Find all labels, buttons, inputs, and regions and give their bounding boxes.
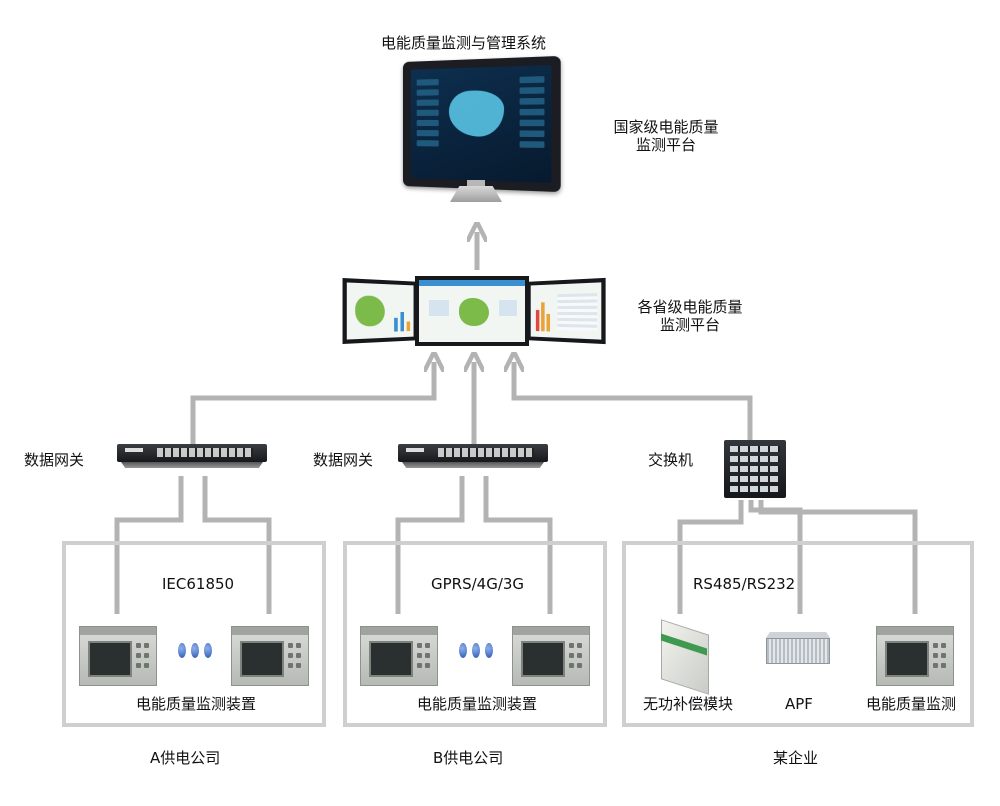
- national-platform-label: 国家级电能质量 监测平台: [604, 118, 728, 154]
- monitor-right-panel: [517, 72, 546, 177]
- equipment-label-monitor: 电能质量监测: [866, 695, 957, 713]
- group-box-b: [343, 541, 607, 727]
- gateway-b-label: 数据网关: [313, 451, 374, 469]
- gateway-a-label: 数据网关: [24, 451, 85, 469]
- monitor-neck: [467, 180, 485, 190]
- line-gateway-a-right-device: [202, 476, 272, 614]
- screen-right: [527, 277, 606, 345]
- group-name-a: A供电公司: [150, 749, 221, 767]
- monitor-frame: [403, 55, 561, 193]
- svc-module: [655, 617, 719, 695]
- national-platform-line1: 国家级电能质量: [613, 118, 719, 136]
- provincial-screens: [342, 276, 606, 346]
- monitor-stand: [450, 186, 502, 202]
- provincial-platform-line1: 各省级电能质量: [637, 298, 743, 316]
- system-title: 电能质量监测与管理系统: [381, 34, 547, 52]
- equipment-label-apf: APF: [785, 695, 813, 713]
- provincial-platform-label: 各省级电能质量 监测平台: [628, 298, 752, 334]
- group-box-a: [62, 541, 326, 727]
- gateway-a: [117, 444, 267, 468]
- monitor-screen: [410, 65, 552, 183]
- line-switch-to-monitor: [758, 500, 918, 614]
- china-map-icon: [448, 89, 505, 137]
- screen-center: [415, 276, 529, 346]
- monitoring-device: [360, 626, 438, 686]
- ellipsis-dots: [459, 643, 493, 658]
- line-switch-to-svc: [677, 500, 744, 614]
- arrow-switch-to-provincial: [514, 362, 753, 440]
- screen-left: [342, 278, 417, 344]
- monitoring-device: [876, 626, 954, 686]
- protocol-label-a: IEC61850: [162, 575, 235, 593]
- provincial-platform-line2: 监测平台: [659, 316, 720, 334]
- national-platform-line2: 监测平台: [635, 136, 696, 154]
- ellipsis-dots: [178, 643, 212, 658]
- line-gateway-b-left-device: [395, 476, 465, 614]
- monitoring-device: [512, 626, 590, 686]
- line-gateway-b-right-device: [483, 476, 553, 614]
- line-gateway-a-left-device: [114, 476, 184, 614]
- group-name-b: B供电公司: [433, 749, 504, 767]
- monitor-left-panel: [415, 75, 441, 173]
- switch-device: [724, 440, 786, 498]
- switch-label: 交换机: [648, 451, 694, 469]
- group-name-enterprise: 某企业: [773, 749, 819, 767]
- monitoring-device: [79, 626, 157, 686]
- apf-device: [762, 632, 834, 666]
- gateway-b: [398, 444, 548, 468]
- equipment-label-svc: 无功补偿模块: [643, 695, 734, 713]
- national-monitor: [403, 55, 561, 202]
- device-label-b: 电能质量监测装置: [417, 695, 538, 713]
- arrow-gateway-a-to-provincial: [190, 362, 434, 444]
- device-label-a: 电能质量监测装置: [136, 695, 257, 713]
- protocol-label-enterprise: RS485/RS232: [693, 575, 796, 593]
- monitoring-device: [231, 626, 309, 686]
- group-box-enterprise: [622, 541, 974, 727]
- protocol-label-b: GPRS/4G/3G: [431, 575, 525, 593]
